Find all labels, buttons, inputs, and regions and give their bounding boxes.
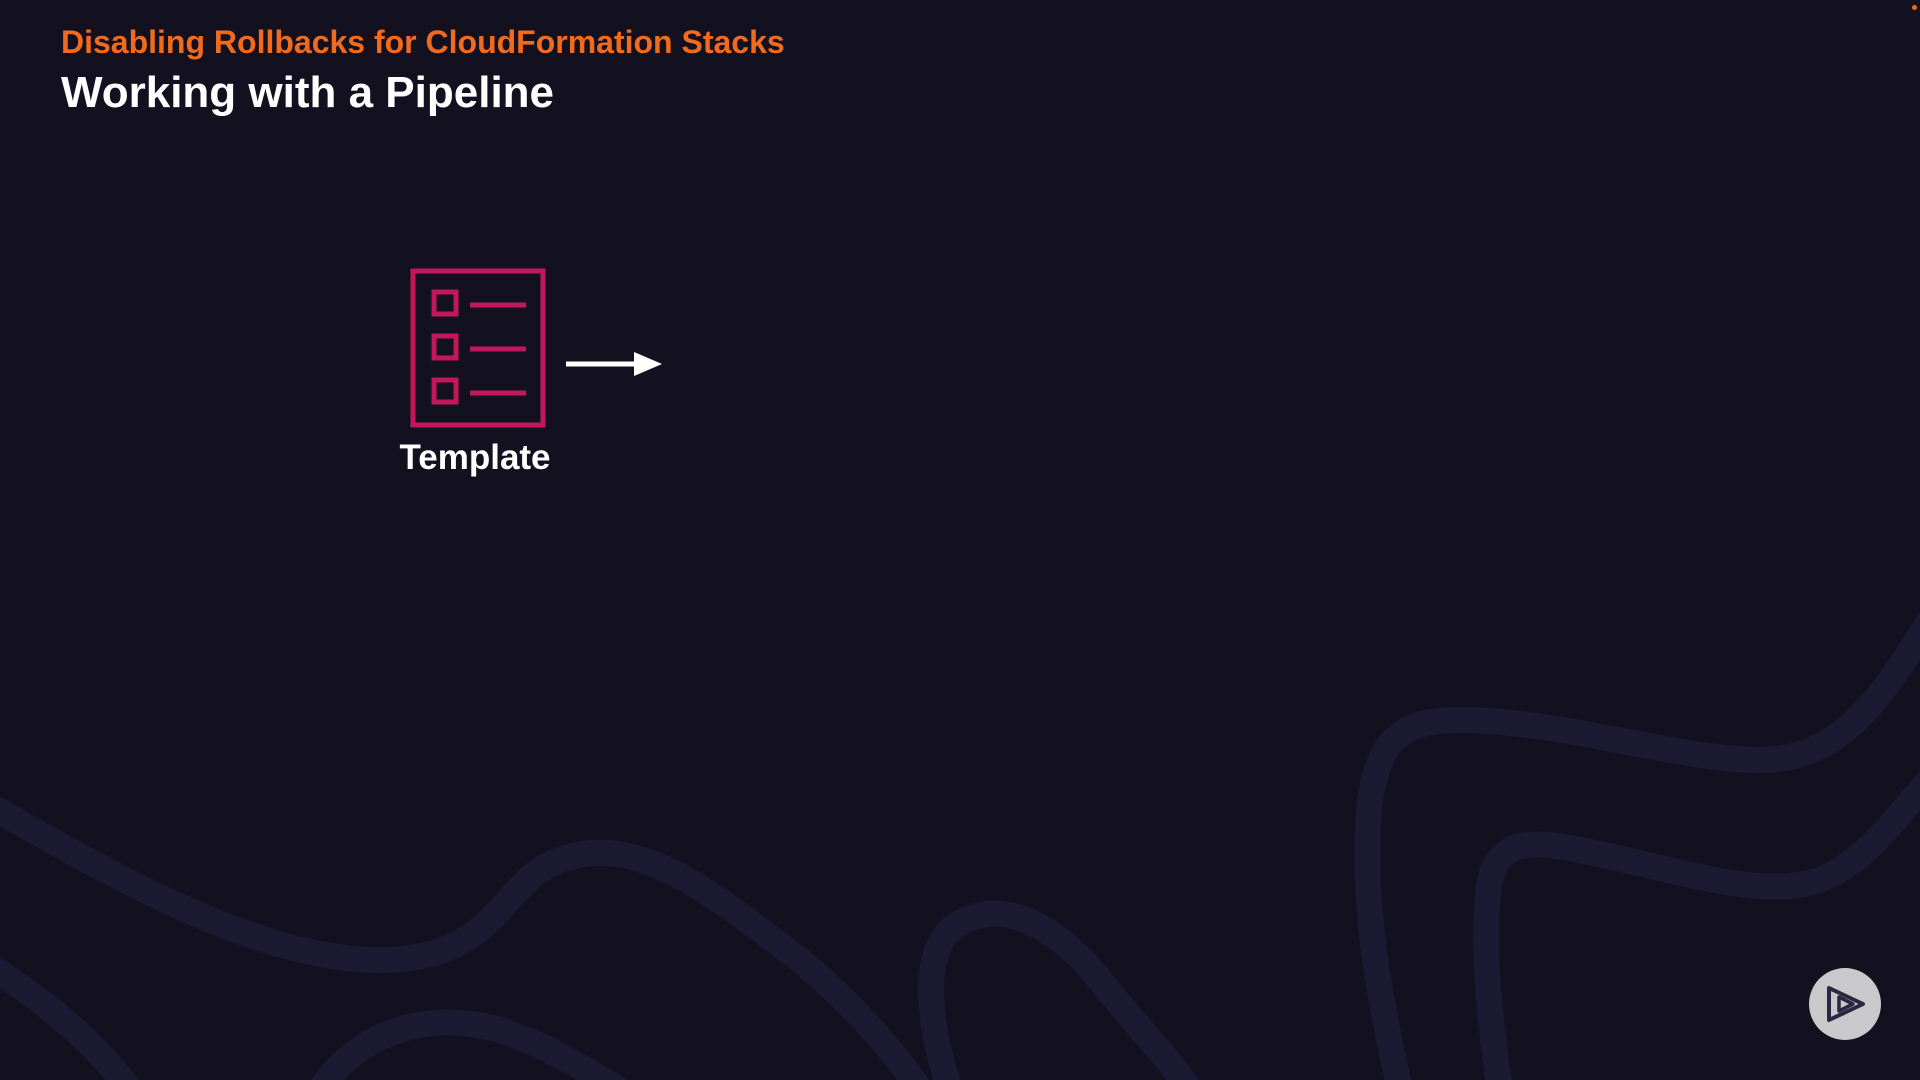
slide-kicker: Disabling Rollbacks for CloudFormation S… (61, 24, 785, 60)
status-dot (1912, 5, 1917, 10)
slide-title: Working with a Pipeline (61, 68, 555, 117)
play-button[interactable] (1809, 968, 1881, 1040)
play-logo-icon (1827, 986, 1865, 1022)
checklist-document-icon (410, 268, 546, 428)
template-label: Template (399, 438, 551, 477)
arrow-right-icon (566, 352, 662, 376)
